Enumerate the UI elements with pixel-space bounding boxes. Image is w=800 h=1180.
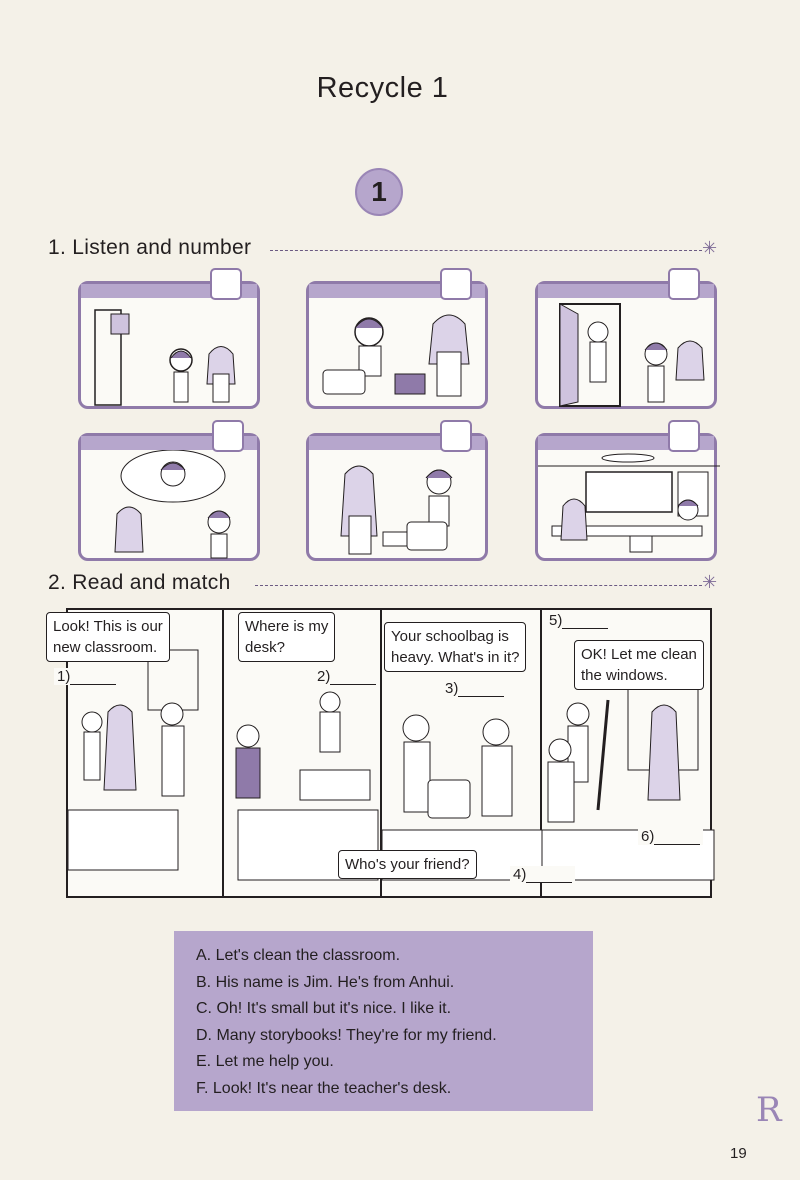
answer-blank-4[interactable]: 4) (510, 866, 576, 883)
section1-divider (270, 250, 702, 251)
unit-number: 1 (371, 176, 387, 207)
publisher-logo: R (756, 1090, 782, 1130)
section1-heading: 1. Listen and number (48, 236, 260, 260)
speech-bubble-2: Where is my desk? (238, 612, 336, 662)
listen-panel-4 (78, 433, 260, 561)
comic-panel-3 (382, 610, 542, 896)
option-e: E. Let me help you. (196, 1053, 334, 1070)
speech-bubble-1: Look! This is our new classroom. (46, 612, 170, 662)
answer-blank-2[interactable]: 2) (314, 668, 380, 685)
section2-divider (255, 585, 702, 586)
number-box-6[interactable] (668, 420, 700, 452)
speech-bubble-4: OK! Let me clean the windows. (574, 640, 704, 690)
option-b: B. His name is Jim. He's from Anhui. (196, 973, 455, 991)
panel-3-illustration (559, 303, 705, 407)
comic-strip: Look! This is our new classroom. Where i… (46, 608, 715, 898)
speech-bubble-5: Who's your friend? (338, 850, 477, 879)
listen-panel-1 (78, 281, 260, 409)
number-box-5[interactable] (440, 420, 472, 452)
answer-blank-5[interactable]: 5) (546, 612, 612, 629)
page-number: 19 (730, 1145, 747, 1162)
number-box-4[interactable] (212, 420, 244, 452)
star-icon: ✳ (702, 238, 718, 258)
number-box-1[interactable] (210, 268, 242, 300)
listen-panel-3 (535, 281, 717, 409)
option-f: F. Look! It's near the teacher's desk. (196, 1079, 452, 1097)
option-c: C. Oh! It's small but it's nice. I like … (196, 1000, 452, 1017)
comic-panel-2 (224, 610, 382, 896)
panel-5-illustration (340, 465, 453, 555)
listen-panel-2 (306, 281, 488, 409)
comic-panel-1 (68, 610, 224, 896)
answer-blank-6[interactable]: 6) (638, 828, 704, 845)
panel-2-illustration (322, 314, 470, 397)
answer-blank-1[interactable]: 1) (54, 668, 120, 685)
panel-6-illustration (538, 453, 720, 553)
number-box-2[interactable] (440, 268, 472, 300)
answer-options-box: A. Let's clean the classroom. B. His nam… (174, 931, 593, 1111)
number-box-3[interactable] (668, 268, 700, 300)
speech-bubble-3: Your schoolbag is heavy. What's in it? (384, 622, 527, 672)
listen-panel-6 (535, 433, 720, 561)
star-icon: ✳ (702, 572, 718, 592)
unit-badge: 1 (355, 168, 403, 216)
panel-1-illustration (94, 309, 236, 406)
option-d: D. Many storybooks! They're for my frien… (196, 1026, 497, 1044)
answer-blank-3[interactable]: 3) (442, 680, 508, 697)
option-a: A. Let's clean the classroom. (196, 947, 401, 964)
panel-4-illustration (114, 449, 231, 559)
section2-heading: 2. Read and match (48, 571, 239, 595)
listen-panel-5 (306, 433, 488, 561)
page-title: Recycle 1 (316, 72, 449, 104)
